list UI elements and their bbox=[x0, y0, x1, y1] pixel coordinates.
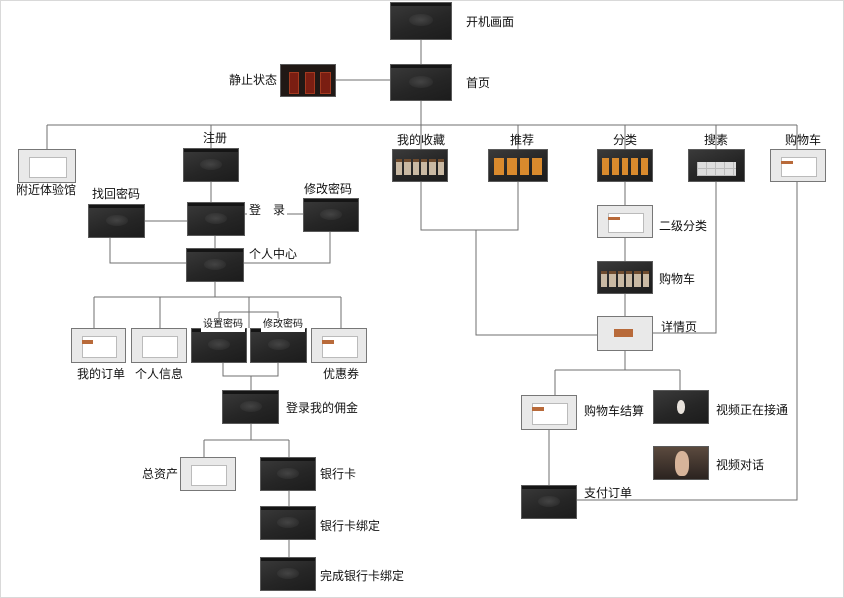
change-pw-screen-thumb bbox=[303, 198, 359, 232]
label-personal-center: 个人中心 bbox=[247, 247, 300, 261]
label-category: 分类 bbox=[613, 133, 638, 147]
label-checkout: 购物车结算 bbox=[584, 404, 645, 418]
label-personal-info: 个人信息 bbox=[135, 367, 184, 381]
label-favorites: 我的收藏 bbox=[397, 133, 446, 147]
detail-screen-thumb bbox=[597, 316, 653, 351]
label-bank-card: 银行卡 bbox=[320, 467, 357, 481]
label-cart-top: 购物车 bbox=[785, 133, 822, 147]
label-idle: 静止状态 bbox=[229, 73, 278, 87]
coupon-screen-thumb bbox=[311, 328, 367, 363]
video-connecting-screen-thumb bbox=[653, 390, 709, 424]
personal-info-screen-thumb bbox=[131, 328, 187, 363]
label-total-assets: 总资产 bbox=[142, 467, 179, 481]
recommend-screen-thumb bbox=[488, 149, 548, 182]
label-bind-card: 银行卡绑定 bbox=[320, 519, 381, 533]
label-recover-pw: 找回密码 bbox=[92, 187, 141, 201]
label-detail: 详情页 bbox=[661, 320, 698, 334]
label-set-pw: 设置密码 bbox=[201, 318, 245, 332]
checkout-screen-thumb bbox=[521, 395, 577, 430]
wire-cart-pay bbox=[577, 182, 798, 501]
label-change-pw-top: 修改密码 bbox=[304, 182, 353, 196]
label-home: 首页 bbox=[466, 76, 491, 90]
wire-checkout-video bbox=[554, 369, 681, 395]
wire-change-center bbox=[244, 232, 331, 264]
label-cart-mid: 购物车 bbox=[659, 272, 696, 286]
personal-center-screen-thumb bbox=[186, 248, 244, 282]
wire-recover-center bbox=[109, 238, 186, 264]
bind-card-screen-thumb bbox=[260, 506, 316, 540]
home-screen-thumb bbox=[390, 64, 452, 101]
label-splash: 开机画面 bbox=[466, 15, 515, 29]
splash-screen-thumb bbox=[390, 2, 452, 40]
label-subcategory: 二级分类 bbox=[659, 219, 708, 233]
wire-search-detail bbox=[653, 182, 717, 334]
label-login: 登 录 bbox=[247, 203, 288, 217]
recover-pw-screen-thumb bbox=[88, 204, 145, 238]
change-pw-sub-screen-thumb bbox=[250, 328, 307, 363]
label-register: 注册 bbox=[203, 131, 228, 145]
cart-mid-screen-thumb bbox=[597, 261, 653, 294]
label-video-connecting: 视频正在接通 bbox=[716, 403, 789, 417]
register-screen-thumb bbox=[183, 148, 239, 182]
commission-screen-thumb bbox=[222, 390, 279, 424]
wire-rec-detail bbox=[475, 230, 597, 336]
wire-sub-drops bbox=[93, 297, 342, 328]
wire-fav-detail bbox=[420, 182, 519, 231]
wire-assets-bus bbox=[203, 439, 290, 457]
label-recommend: 推荐 bbox=[510, 133, 535, 147]
wire-pw-commission bbox=[222, 363, 279, 390]
label-change-pw-sub: 修改密码 bbox=[261, 318, 305, 332]
label-search: 搜素 bbox=[704, 133, 729, 147]
idle-screen-thumb bbox=[280, 64, 336, 97]
set-pw-screen-thumb bbox=[191, 328, 247, 363]
bind-done-screen-thumb bbox=[260, 557, 316, 591]
label-nearby: 附近体验馆 bbox=[16, 183, 77, 197]
nearby-screen-thumb bbox=[18, 149, 76, 183]
label-commission: 登录我的佣金 bbox=[286, 401, 359, 415]
label-bind-done: 完成银行卡绑定 bbox=[320, 569, 405, 583]
login-screen-thumb bbox=[187, 202, 245, 236]
bank-card-screen-thumb bbox=[260, 457, 316, 491]
label-coupon: 优惠券 bbox=[323, 367, 360, 381]
subcategory-screen-thumb bbox=[597, 205, 653, 238]
label-video-chat: 视频对话 bbox=[716, 458, 765, 472]
wire-bus-drops bbox=[46, 125, 798, 149]
pay-order-screen-thumb bbox=[521, 485, 577, 519]
my-orders-screen-thumb bbox=[71, 328, 126, 363]
category-screen-thumb bbox=[597, 149, 653, 182]
video-chat-screen-thumb bbox=[653, 446, 709, 480]
search-screen-thumb bbox=[688, 149, 745, 182]
favorites-screen-thumb bbox=[392, 149, 448, 182]
label-my-orders: 我的订单 bbox=[77, 367, 126, 381]
label-pay-order: 支付订单 bbox=[584, 486, 633, 500]
cart-top-screen-thumb bbox=[770, 149, 826, 182]
total-assets-screen-thumb bbox=[180, 457, 236, 491]
